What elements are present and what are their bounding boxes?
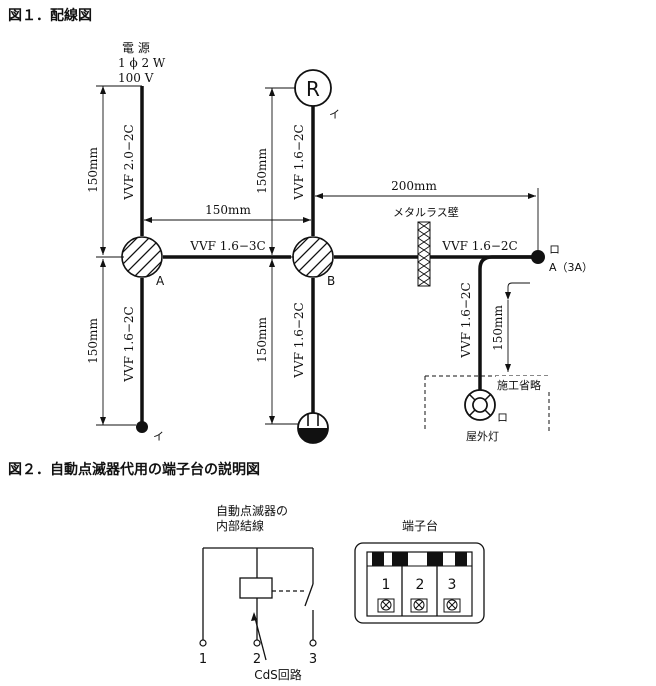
outdoor-lamp-label: 屋外灯 — [466, 430, 499, 443]
dim-top-middle: 150mm — [255, 148, 269, 194]
terminal-number-2: 2 — [416, 577, 425, 593]
power-label-line2: 1 ϕ 2 W — [118, 56, 166, 70]
receptacle-label-i: イ — [329, 108, 340, 121]
dim-b-to-switch: 200mm — [391, 179, 437, 193]
terminal-block — [354, 542, 485, 624]
cable-label-a-b: VVF 1.6−3C — [189, 239, 265, 253]
ceiling-lamp-i-icon — [136, 421, 148, 433]
lead-number-2: 2 — [253, 652, 261, 667]
internal-wiring-line1: 自動点滅器の — [216, 504, 288, 518]
dim-drop: 150mm — [491, 305, 505, 351]
lead-number-1: 1 — [199, 652, 207, 667]
wall-label: メタルラス壁 — [393, 205, 459, 219]
lead-3-terminal — [309, 639, 317, 647]
dim-top-left: 150mm — [86, 147, 100, 193]
switch-ro-letter: ロ — [549, 243, 560, 256]
cable-label-drop: VVF 1.6−2C — [459, 282, 473, 358]
cable-label-b-switch: VVF 1.6−2C — [441, 239, 517, 253]
lead-1-terminal — [199, 639, 207, 647]
lamp-socket-icon — [297, 412, 329, 444]
outdoor-lamp-ro: ロ — [497, 411, 508, 424]
terminal-number-1: 1 — [382, 577, 391, 593]
lead-number-3: 3 — [309, 652, 317, 667]
switch-rating-label: A（3A） — [549, 261, 593, 274]
cable-label-b-socket: VVF 1.6−2C — [292, 302, 306, 378]
cds-pointer-arrow — [251, 612, 257, 621]
omitted-label: 施工省略 — [497, 378, 541, 392]
cables — [140, 86, 537, 425]
dimension-arrows — [100, 86, 536, 425]
receptacle-letter: R — [306, 77, 320, 101]
joint-box-a-label: A — [156, 274, 165, 288]
internal-wiring-line2: 内部結線 — [216, 518, 264, 533]
outdoor-lamp-icon — [464, 389, 496, 421]
terminal-block-title: 端子台 — [402, 518, 438, 533]
switch-ro-icon — [531, 250, 545, 264]
fig1-title: 図１．配線図 — [8, 7, 92, 24]
cable-label-b-receptacle: VVF 1.6−2C — [292, 124, 306, 200]
internal-wiring-schematic — [202, 547, 314, 661]
terminal-screws — [380, 599, 458, 611]
cds-label: CdS回路 — [254, 667, 302, 682]
cable-label-a-lamp: VVF 1.6−2C — [122, 306, 136, 382]
ceiling-lamp-i-label: イ — [153, 430, 164, 443]
power-label-line1: 電 源 — [122, 41, 150, 55]
dimension-lines — [96, 85, 539, 426]
dim-bottom-middle: 150mm — [255, 317, 269, 363]
lead-2-terminal — [253, 639, 261, 647]
dim-a-to-b: 150mm — [205, 203, 251, 217]
relay-coil — [239, 577, 273, 599]
metal-lath-wall — [417, 221, 431, 287]
dim-bottom-left: 150mm — [86, 318, 100, 364]
cable-label-power: VVF 2.0−2C — [122, 124, 136, 200]
terminal-number-3: 3 — [448, 577, 457, 593]
cable-switch-to-outdoor-lamp — [478, 255, 537, 390]
power-label-line3: 100 V — [118, 71, 154, 85]
omitted-area-border — [425, 375, 550, 432]
joint-box-b-label: B — [327, 274, 335, 288]
fig2-title: 図２．自動点滅器代用の端子台の説明図 — [8, 461, 260, 478]
